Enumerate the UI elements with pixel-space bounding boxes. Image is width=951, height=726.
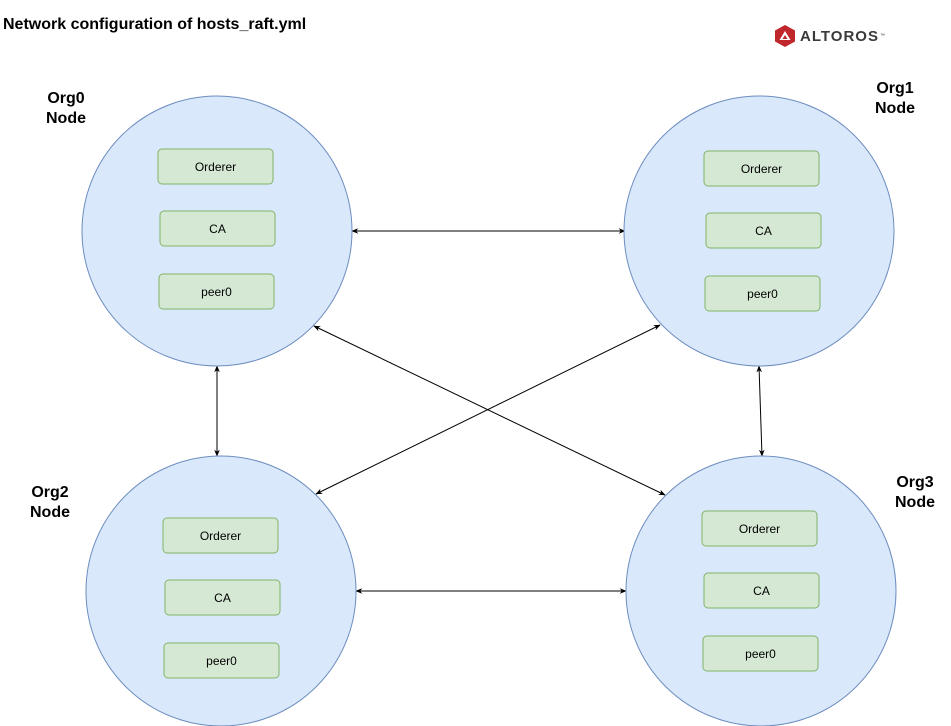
service-ca-label: CA	[209, 222, 226, 236]
node-org2-label-line1: Org2	[31, 484, 68, 501]
service-peer0-label: peer0	[201, 285, 232, 299]
service-orderer-label: Orderer	[741, 162, 782, 176]
service-ca: CA	[703, 572, 820, 609]
service-orderer: Orderer	[157, 148, 274, 185]
logo-trademark: ™	[879, 33, 885, 39]
altoros-logo-icon	[775, 25, 795, 47]
service-ca-label: CA	[755, 224, 772, 238]
node-org3: Org3 Node Orderer CA peer0	[625, 455, 935, 726]
node-org3-label-line1: Org3	[896, 474, 933, 491]
node-org1-label-line2: Node	[875, 100, 915, 117]
node-org1-label-line1: Org1	[876, 80, 913, 97]
node-org0-label-line1: Org0	[47, 90, 84, 107]
node-org2: Org2 Node Orderer CA peer0	[30, 455, 357, 726]
service-peer0-label: peer0	[745, 647, 776, 661]
service-ca: CA	[164, 579, 281, 616]
service-orderer-label: Orderer	[195, 160, 236, 174]
service-orderer-label: Orderer	[200, 529, 241, 543]
node-org2-label-line2: Node	[30, 504, 70, 521]
service-ca-label: CA	[214, 591, 231, 605]
service-peer0: peer0	[702, 635, 819, 672]
node-org3-label-line2: Node	[895, 494, 935, 511]
service-ca: CA	[705, 212, 822, 249]
link-org1-org2	[315, 324, 661, 495]
service-orderer: Orderer	[701, 510, 818, 547]
service-peer0: peer0	[163, 642, 280, 679]
node-org0-label-line2: Node	[46, 110, 86, 127]
service-orderer: Orderer	[703, 150, 820, 187]
node-org1: Org1 Node Orderer CA peer0	[623, 80, 915, 367]
service-peer0: peer0	[704, 275, 821, 312]
altoros-logo: ALTOROS ™	[774, 24, 885, 48]
node-org0: Org0 Node Orderer CA peer0	[46, 90, 353, 367]
service-peer0-label: peer0	[206, 654, 237, 668]
service-ca: CA	[159, 210, 276, 247]
page-title: Network configuration of hosts_raft.yml	[3, 16, 307, 33]
service-orderer-label: Orderer	[739, 522, 780, 536]
service-peer0: peer0	[158, 273, 275, 310]
service-ca-label: CA	[753, 584, 770, 598]
service-orderer: Orderer	[162, 517, 279, 554]
service-peer0-label: peer0	[747, 287, 778, 301]
link-org1-org3	[756, 365, 765, 457]
logo-text: ALTOROS	[800, 27, 879, 45]
